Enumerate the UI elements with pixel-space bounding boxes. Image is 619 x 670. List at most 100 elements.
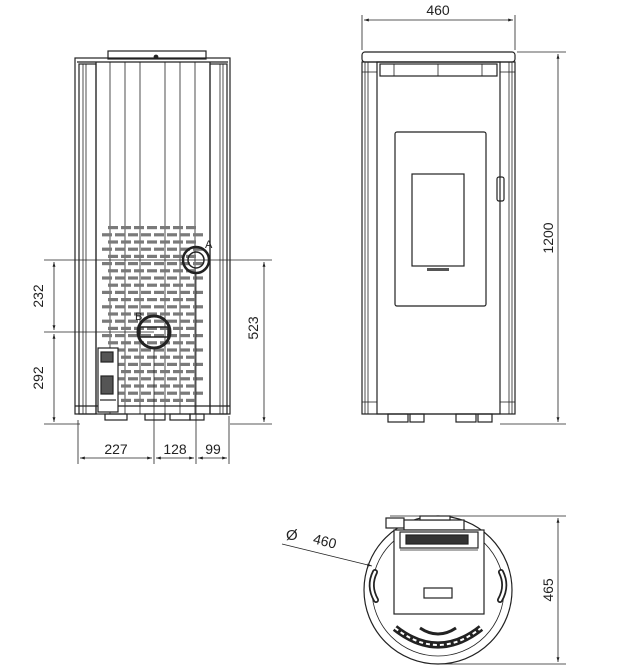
grille-slot bbox=[154, 233, 164, 237]
dim-left-width: 227 bbox=[104, 441, 128, 457]
grille-slot bbox=[121, 254, 131, 258]
grille-slot bbox=[108, 240, 118, 244]
grille-slot bbox=[154, 276, 164, 280]
dim-front-width: 460 bbox=[426, 2, 450, 18]
grille-slot bbox=[128, 334, 138, 338]
grille-slot bbox=[180, 319, 190, 323]
grille-slot bbox=[160, 226, 170, 230]
grille-slot bbox=[134, 240, 144, 244]
grille-slot bbox=[154, 247, 164, 251]
door-handle bbox=[496, 176, 505, 202]
grille-slot bbox=[147, 226, 157, 230]
grille-slot bbox=[160, 298, 170, 302]
grille-slot bbox=[167, 305, 177, 309]
grille-slot bbox=[115, 305, 125, 309]
grille-slot bbox=[173, 398, 183, 402]
grille-slot bbox=[180, 290, 190, 294]
grille-slot bbox=[147, 398, 157, 402]
grille-slot bbox=[121, 240, 131, 244]
grille-slot bbox=[115, 391, 125, 395]
grille-slot bbox=[128, 391, 138, 395]
grille-slot bbox=[128, 362, 138, 366]
grille-slot bbox=[167, 334, 177, 338]
grille-slot bbox=[115, 377, 125, 381]
connection-b-label: B bbox=[135, 311, 142, 323]
grille-slot bbox=[173, 341, 183, 345]
grille-slot bbox=[115, 290, 125, 294]
grille-slot bbox=[160, 355, 170, 359]
grille-slot bbox=[180, 276, 190, 280]
grille-slot bbox=[180, 377, 190, 381]
grille-slot bbox=[134, 370, 144, 374]
top-vent-slots bbox=[392, 625, 484, 649]
grille-slot bbox=[102, 262, 112, 266]
grille-slot bbox=[167, 348, 177, 352]
grille-slot bbox=[121, 226, 131, 230]
grille-slot bbox=[115, 262, 125, 266]
grille-slot bbox=[134, 384, 144, 388]
grille-slot bbox=[115, 362, 125, 366]
grille-slot bbox=[160, 283, 170, 287]
grille-slot bbox=[193, 319, 203, 323]
dim-front-height: 1200 bbox=[540, 222, 556, 253]
grille-slot bbox=[141, 362, 151, 366]
grille-slot bbox=[147, 240, 157, 244]
grille-slot bbox=[154, 290, 164, 294]
top-view: Ø 460 465 bbox=[281, 515, 566, 665]
grille-slot bbox=[115, 276, 125, 280]
grille-slot bbox=[128, 348, 138, 352]
grille-slot bbox=[173, 283, 183, 287]
grille-slot bbox=[193, 305, 203, 309]
grille-slot bbox=[180, 247, 190, 251]
grille-slot bbox=[108, 341, 118, 345]
grille-slot bbox=[193, 334, 203, 338]
grille-slot bbox=[154, 391, 164, 395]
grille-slot bbox=[134, 312, 144, 316]
grille-slot bbox=[115, 233, 125, 237]
grille-slot bbox=[121, 341, 131, 345]
grille-slot bbox=[180, 233, 190, 237]
grille-slot bbox=[160, 370, 170, 374]
grille-slot bbox=[147, 355, 157, 359]
grille-slot bbox=[193, 262, 203, 266]
grille-slot bbox=[121, 298, 131, 302]
grille-slot bbox=[180, 362, 190, 366]
grille-slot bbox=[193, 247, 203, 251]
grille-slot bbox=[167, 319, 177, 323]
grille-slot bbox=[186, 384, 196, 388]
grille-slot bbox=[102, 334, 112, 338]
grille-slot bbox=[193, 233, 203, 237]
grille-slot bbox=[115, 334, 125, 338]
grille-slot bbox=[180, 334, 190, 338]
back-stove-body bbox=[74, 50, 231, 415]
dim-top-depth: 465 bbox=[540, 578, 556, 602]
grille-slot bbox=[121, 370, 131, 374]
grille-slot bbox=[193, 290, 203, 294]
grille-slot bbox=[186, 240, 196, 244]
grille-slot bbox=[154, 319, 164, 323]
grille-slot bbox=[128, 377, 138, 381]
grille-slot bbox=[147, 370, 157, 374]
grille-slot bbox=[121, 398, 131, 402]
grille-slot bbox=[180, 348, 190, 352]
grille-slot bbox=[154, 348, 164, 352]
grille-slot bbox=[180, 305, 190, 309]
grille-slot bbox=[128, 290, 138, 294]
grille-slot bbox=[167, 247, 177, 251]
dim-top-diameter: 460 bbox=[312, 530, 339, 551]
grille-slot bbox=[193, 377, 203, 381]
grille-slot bbox=[186, 283, 196, 287]
back-vent-grille bbox=[102, 226, 203, 402]
top-dimension-lines bbox=[281, 515, 566, 665]
grille-slot bbox=[108, 298, 118, 302]
front-view: 460 1200 bbox=[361, 2, 566, 425]
grille-slot bbox=[167, 362, 177, 366]
grille-slot bbox=[141, 319, 151, 323]
grille-slot bbox=[173, 370, 183, 374]
grille-slot bbox=[147, 341, 157, 345]
grille-slot bbox=[186, 326, 196, 330]
grille-slot bbox=[167, 276, 177, 280]
grille-slot bbox=[102, 247, 112, 251]
grille-slot bbox=[147, 326, 157, 330]
back-control-panel bbox=[97, 347, 119, 413]
